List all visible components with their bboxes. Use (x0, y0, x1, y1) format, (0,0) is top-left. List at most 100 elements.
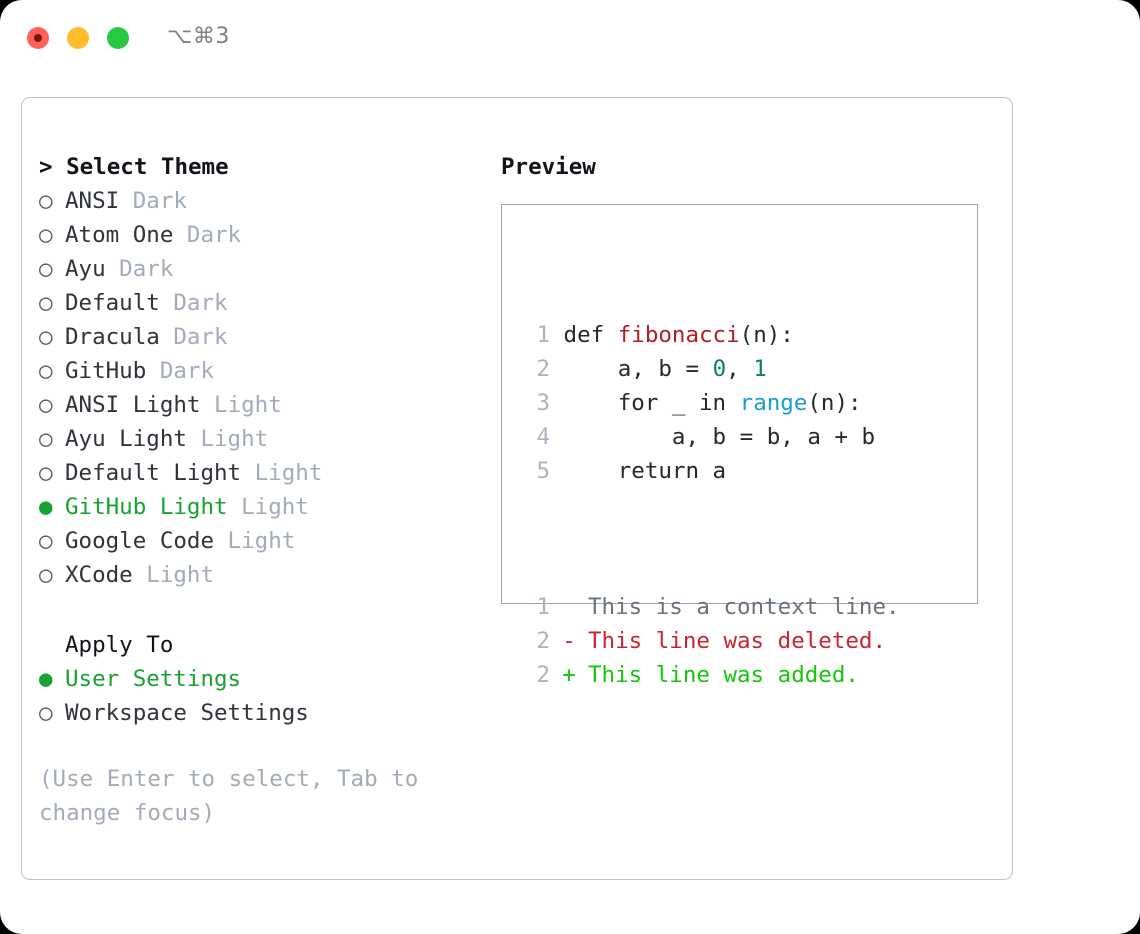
apply-to-option-label: Workspace Settings (65, 700, 309, 726)
theme-item-github[interactable]: ○ GitHub Dark (39, 354, 479, 388)
theme-item-label: GitHub (65, 358, 147, 384)
theme-item-label: Ayu (65, 256, 106, 282)
theme-item-default-light[interactable]: ○ Default Light Light (39, 456, 479, 490)
theme-item-label: GitHub Light (65, 494, 228, 520)
diff-text: This is a context line. (588, 594, 900, 620)
theme-item-variant-tag: Dark (173, 222, 242, 248)
code-token: a, b = b, a + b (563, 424, 876, 450)
radio-unselected-icon: ○ (39, 562, 53, 588)
diff-marker: + (562, 662, 576, 688)
theme-item-variant-tag: Light (227, 494, 309, 520)
radio-unselected-icon: ○ (39, 222, 53, 248)
theme-item-label: Dracula (65, 324, 160, 350)
theme-item-variant-tag: Dark (159, 324, 228, 350)
theme-list-header: > Select Theme (39, 154, 229, 180)
diff-line-add: 2+This line was added. (524, 658, 900, 692)
theme-item-label: Ayu Light (65, 426, 187, 452)
code-token: (n): (739, 322, 794, 348)
radio-unselected-icon: ○ (39, 426, 53, 452)
theme-item-variant-tag: Light (214, 528, 296, 554)
theme-item-variant-tag: Dark (119, 188, 187, 214)
preview-column: Preview 1 def fibonacci(n):2 a, b = 0, 1… (501, 150, 991, 688)
theme-item-xcode[interactable]: ○ XCode Light (39, 558, 479, 592)
radio-unselected-icon: ○ (39, 392, 53, 418)
theme-item-google-code[interactable]: ○ Google Code Light (39, 524, 479, 558)
diff-sample: 1 This is a context line. 2-This line was … (524, 590, 900, 692)
radio-unselected-icon: ○ (39, 700, 53, 726)
theme-item-github-light[interactable]: ● GitHub Light Light (39, 490, 479, 524)
line-number: 1 (536, 594, 550, 620)
theme-item-dracula[interactable]: ○ Dracula Dark (39, 320, 479, 354)
code-token: a, b = (563, 356, 713, 382)
theme-item-variant-tag: Light (200, 392, 282, 418)
code-token: (n): (807, 390, 862, 416)
code-token: for _ in (563, 390, 740, 416)
code-line: 1 def fibonacci(n): (524, 318, 900, 352)
title-bar: ⌥⌘3 (0, 0, 1140, 78)
line-number: 5 (536, 458, 550, 484)
main-panel: > Select Theme ○ANSI Dark○Atom One Dark○… (21, 97, 1013, 880)
radio-unselected-icon: ○ (39, 188, 53, 214)
theme-item-variant-tag: Dark (146, 358, 215, 384)
theme-item-label: ANSI (65, 188, 120, 214)
theme-item-label: Atom One (65, 222, 174, 248)
apply-to-title: Apply To (65, 632, 174, 658)
apply-to-option-workspace-settings[interactable]: ○ Workspace Settings (39, 696, 479, 730)
radio-unselected-icon: ○ (39, 358, 53, 384)
radio-unselected-icon: ○ (39, 460, 53, 486)
code-line: 5 return a (524, 454, 900, 488)
radio-unselected-icon: ○ (39, 324, 53, 350)
apply-to-option-user-settings[interactable]: ● User Settings (39, 662, 479, 696)
radio-unselected-icon: ○ (39, 528, 53, 554)
diff-line-del: 2-This line was deleted. (524, 624, 900, 658)
theme-item-variant-tag: Dark (159, 290, 228, 316)
code-line: 3 for _ in range(n): (524, 386, 900, 420)
theme-item-ayu[interactable]: ○Ayu Dark (39, 252, 479, 286)
theme-item-variant-tag: Light (186, 426, 269, 452)
theme-item-variant-tag: Light (241, 460, 323, 486)
theme-item-ansi[interactable]: ○ ANSI Dark (39, 184, 479, 218)
apply-to-list[interactable]: ● User Settings ○ Workspace Settings (39, 662, 479, 730)
theme-item-variant-tag: Light (132, 562, 215, 588)
diff-marker: - (562, 628, 576, 654)
code-token: return a (563, 458, 727, 484)
close-button[interactable] (27, 27, 49, 49)
zoom-button[interactable] (107, 27, 129, 49)
radio-unselected-icon: ○ (39, 290, 53, 316)
theme-item-label: Google Code (65, 528, 215, 554)
code-token: def (563, 322, 618, 348)
theme-item-label: Default Light (65, 460, 242, 486)
line-number: 2 (536, 356, 550, 382)
theme-item-ansi-light[interactable]: ○ ANSI Light Light (39, 388, 479, 422)
radio-selected-icon: ● (39, 494, 53, 520)
theme-item-label: ANSI Light (65, 392, 201, 418)
code-token: fibonacci (617, 322, 740, 348)
line-number: 2 (536, 628, 550, 654)
theme-item-ayu-light[interactable]: ○ Ayu Light Light (39, 422, 479, 456)
theme-picker-column: > Select Theme ○ANSI Dark○Atom One Dark○… (39, 150, 479, 830)
theme-item-atom-one[interactable]: ○ Atom One Dark (39, 218, 479, 252)
diff-text: This line was deleted. (588, 628, 887, 654)
theme-item-label: Default (65, 290, 160, 316)
diff-line-ctx: 1 This is a context line. (524, 590, 900, 624)
line-number: 4 (536, 424, 550, 450)
line-number: 1 (536, 322, 550, 348)
section-spacer (39, 592, 479, 628)
theme-item-default[interactable]: ○ Default Dark (39, 286, 479, 320)
theme-list[interactable]: ○ ANSI Dark ○ Atom One Dark ○ Ayu Dark ○ Defaul… (39, 184, 479, 592)
preview-title: Preview (501, 154, 596, 180)
code-token: range (739, 390, 808, 416)
radio-unselected-icon: ○ (39, 256, 53, 282)
code-token: , (726, 356, 754, 382)
keyboard-shortcut-label: ⌥⌘3 (167, 24, 230, 49)
apply-to-option-label: User Settings (65, 666, 242, 692)
line-number: 3 (536, 390, 550, 416)
radio-selected-icon: ● (39, 666, 53, 692)
keyboard-hint-text: (Use Enter to select, Tab to change focu… (39, 766, 432, 826)
code-token: 0 (712, 356, 727, 382)
minimize-button[interactable] (67, 27, 89, 49)
theme-item-label: XCode (65, 562, 133, 588)
